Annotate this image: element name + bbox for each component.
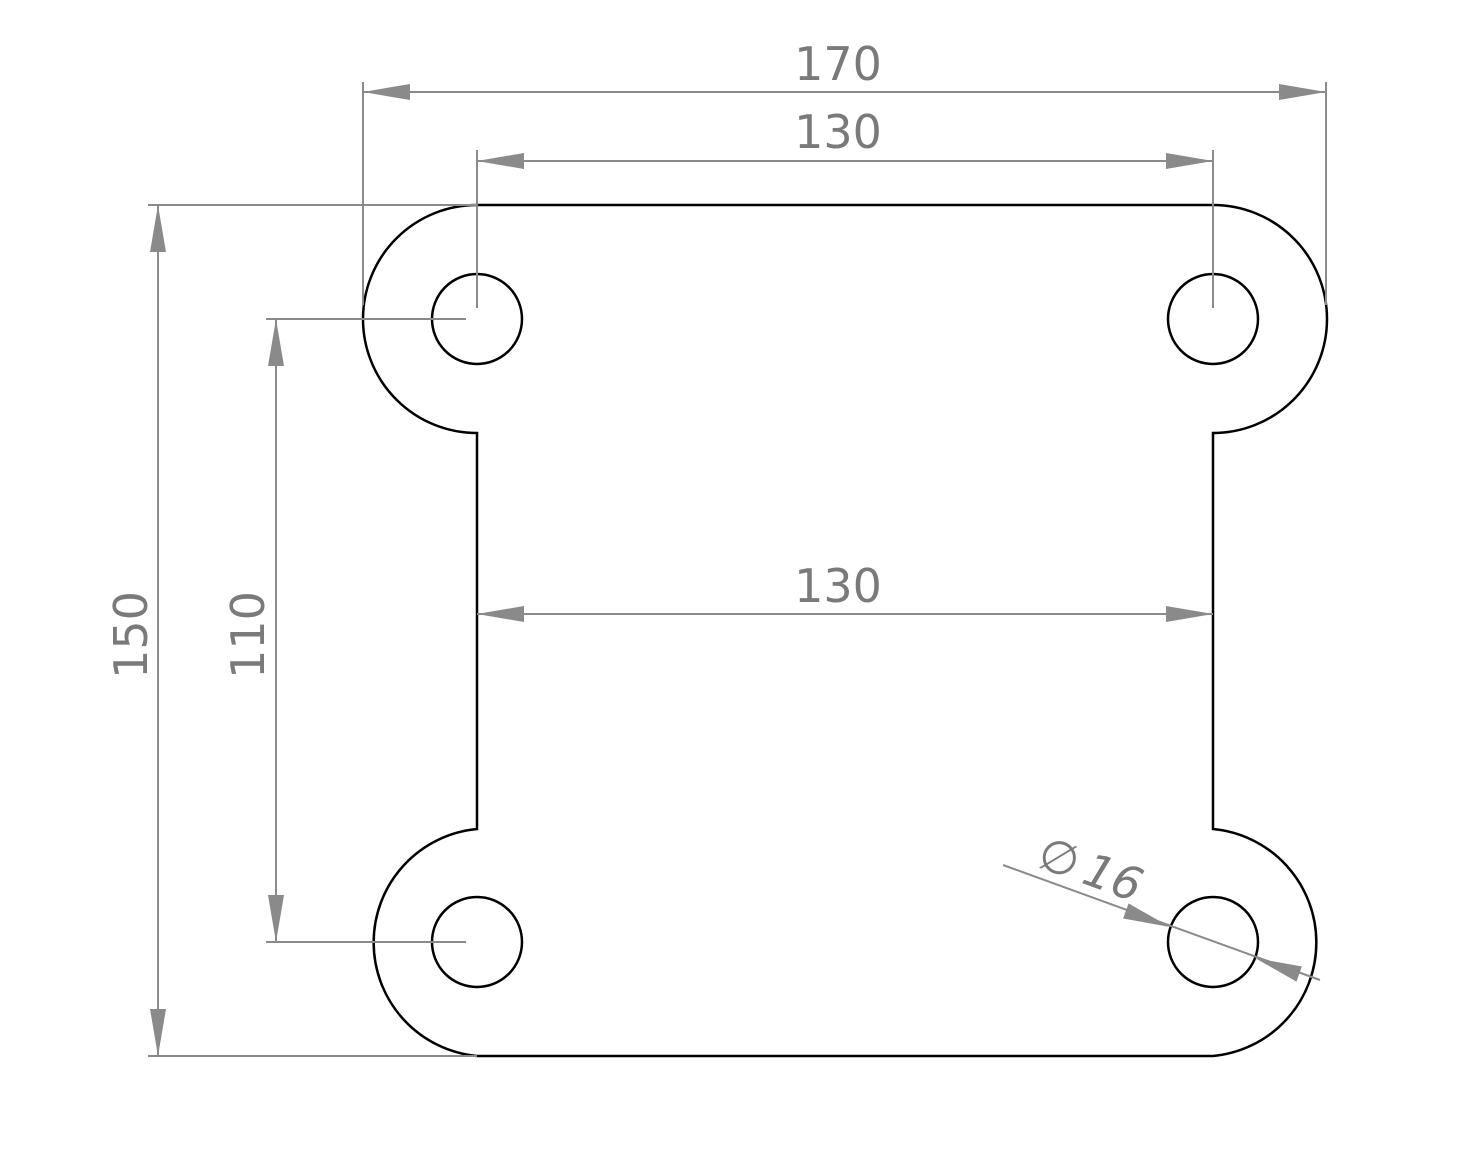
hole-bottom-right	[1166, 895, 1260, 989]
dimension-label: 170	[794, 37, 882, 91]
dimension-label: 150	[104, 591, 158, 679]
dimension-label: 16	[1076, 842, 1149, 913]
dimension-hole-spacing-vertical: 110	[221, 318, 466, 943]
dimension-label: 130	[794, 105, 882, 159]
dimension-waist-width: 130	[477, 559, 1213, 622]
part-outline	[361, 203, 1329, 1058]
dimension-label: 110	[221, 591, 275, 679]
dimension-overall-height: 150	[104, 204, 477, 1057]
dimension-label: 130	[794, 559, 882, 613]
diameter-symbol: ∅	[1031, 826, 1087, 890]
dimension-overall-width: 170	[362, 37, 1327, 305]
dimension-hole-diameter: ∅ 16	[1002, 826, 1321, 982]
dimension-hole-spacing-top: 130	[476, 105, 1214, 308]
